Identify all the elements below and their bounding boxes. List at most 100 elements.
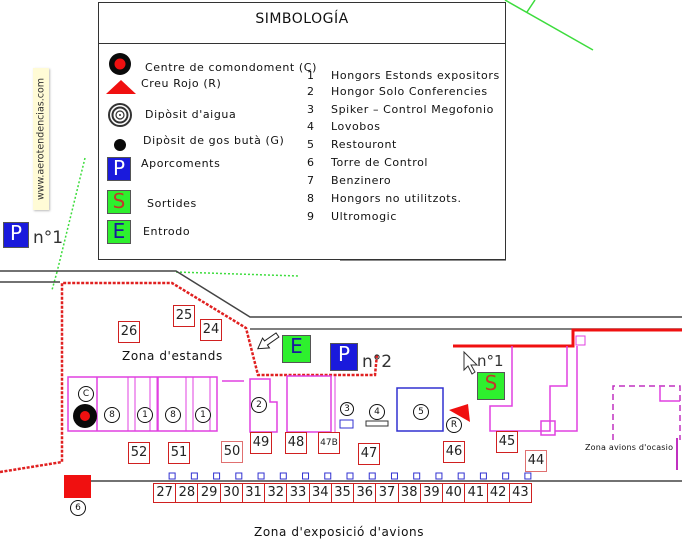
legend-title: SIMBOLOGÍA — [255, 11, 349, 27]
red-cross-icon — [449, 404, 470, 422]
entry-arrow-icon — [257, 332, 280, 350]
blue-marker-square — [168, 472, 176, 480]
parking-1-icon[interactable]: P — [3, 222, 29, 248]
blue-marker-square — [413, 472, 421, 480]
legend-numbered-item: 9 Ultromogic — [307, 210, 397, 223]
stand-32[interactable]: 32 — [264, 483, 288, 503]
hangar-outline — [555, 346, 578, 432]
legend-label-red-cross: Creu Rojo (R) — [141, 77, 222, 90]
item-label: Benzinero — [331, 174, 392, 187]
stand-41[interactable]: 41 — [464, 483, 488, 503]
stand-38[interactable]: 38 — [397, 483, 421, 503]
marker-hangar-unused: 8 — [165, 407, 181, 423]
item-number: 4 — [307, 120, 315, 133]
legend-numbered-item: 4 Lovobos — [307, 120, 381, 133]
item-label: Lovobos — [331, 120, 381, 133]
blue-marker-square — [502, 472, 510, 480]
stand-40[interactable]: 40 — [442, 483, 466, 503]
legend-label-parking: Aporcoments — [141, 157, 221, 170]
item-number: 9 — [307, 210, 315, 223]
stand-strip — [127, 376, 136, 432]
stand-36[interactable]: 36 — [353, 483, 377, 503]
stand-42[interactable]: 42 — [486, 483, 510, 503]
stand-27[interactable]: 27 — [153, 483, 177, 503]
stand-52[interactable]: 52 — [128, 442, 150, 464]
item-number: 8 — [307, 192, 315, 205]
legend-divider — [99, 43, 505, 44]
marker-restaurant: 5 — [413, 404, 429, 420]
stand-47[interactable]: 47 — [358, 443, 380, 465]
stand-37[interactable]: 37 — [375, 483, 399, 503]
stand-strip — [149, 376, 158, 432]
watermark-text: www.aerotendencias.com — [35, 77, 47, 201]
stand-26[interactable]: 26 — [118, 321, 140, 343]
item-number: 1 — [307, 69, 315, 82]
used-planes-annex — [659, 386, 680, 402]
cursor-arrow-icon — [463, 350, 479, 375]
legend-label-water-tank: Dipòsit d'aigua — [145, 108, 237, 121]
marker-spiker: 3 — [340, 402, 354, 416]
watermark: www.aerotendencias.com — [33, 68, 49, 210]
stand-44[interactable]: 44 — [525, 450, 547, 472]
stand-43[interactable]: 43 — [508, 483, 532, 503]
item-label: Hongors no utilitzots. — [331, 192, 462, 205]
stand-30[interactable]: 30 — [219, 483, 243, 503]
legend-numbered-item: 1 Hongors Estonds expositors — [307, 69, 500, 82]
stand-35[interactable]: 35 — [330, 483, 355, 503]
blue-marker-square — [190, 472, 198, 480]
parking-2-icon[interactable]: P — [330, 343, 358, 371]
legend-label-entrance: Entrodo — [143, 225, 191, 238]
restaurant-building — [396, 387, 444, 432]
stand-24[interactable]: 24 — [200, 319, 222, 341]
stand-49[interactable]: 49 — [250, 432, 272, 454]
item-number: 2 — [307, 85, 315, 98]
stand-45[interactable]: 45 — [496, 431, 518, 453]
green-path-dotted — [51, 271, 58, 291]
stand-28[interactable]: 28 — [175, 483, 199, 503]
green-path-line — [504, 0, 594, 51]
stand-51[interactable]: 51 — [168, 442, 190, 464]
stand-strip — [185, 376, 194, 432]
legend-numbered-item: 6 Torre de Control — [307, 156, 428, 169]
item-number: 6 — [307, 156, 315, 169]
stand-50[interactable]: 50 — [221, 441, 243, 463]
legend-numbered-item: 7 Benzinero — [307, 174, 391, 187]
perimeter-fence — [0, 281, 379, 474]
stand-46[interactable]: 46 — [443, 441, 465, 463]
blue-marker-square — [368, 472, 376, 480]
command-center-icon — [109, 53, 131, 75]
stand-47b[interactable]: 47B — [318, 432, 340, 454]
legend-label-gas-tank: Dipòsit de gos butà (G) — [143, 134, 285, 147]
hangar-annex — [540, 420, 556, 436]
item-label: Hongors Estonds expositors — [331, 69, 500, 82]
marker-red-cross: R — [446, 417, 462, 433]
blue-marker-square — [435, 472, 443, 480]
blue-marker-square — [257, 472, 265, 480]
water-tank-icon — [108, 103, 132, 127]
marker-toilets: 4 — [369, 404, 385, 420]
entrance-marker[interactable]: E — [282, 335, 311, 363]
stand-33[interactable]: 33 — [286, 483, 310, 503]
stand-48[interactable]: 48 — [285, 432, 307, 454]
blue-marker-square — [235, 472, 243, 480]
zone-stands-label: Zona d'estands — [122, 349, 223, 363]
stand-25[interactable]: 25 — [173, 305, 195, 327]
marker-conference-hangar: 2 — [251, 397, 267, 413]
hangar-annex — [575, 335, 586, 346]
red-cross-icon — [106, 80, 136, 94]
stand-29[interactable]: 29 — [197, 483, 221, 503]
exit-1-marker[interactable]: S — [477, 372, 505, 400]
item-number: 7 — [307, 174, 315, 187]
blue-marker-square — [479, 472, 487, 480]
item-label: Spiker – Control Megofonio — [331, 103, 494, 116]
item-label: Ultromogic — [331, 210, 397, 223]
green-path-dotted — [175, 271, 299, 277]
hangar-building — [286, 375, 332, 433]
stand-31[interactable]: 31 — [241, 483, 266, 503]
item-label: Torre de Control — [331, 156, 429, 169]
stand-34[interactable]: 34 — [308, 483, 332, 503]
perimeter-fence-solid — [467, 328, 682, 348]
stand-39[interactable]: 39 — [419, 483, 444, 503]
